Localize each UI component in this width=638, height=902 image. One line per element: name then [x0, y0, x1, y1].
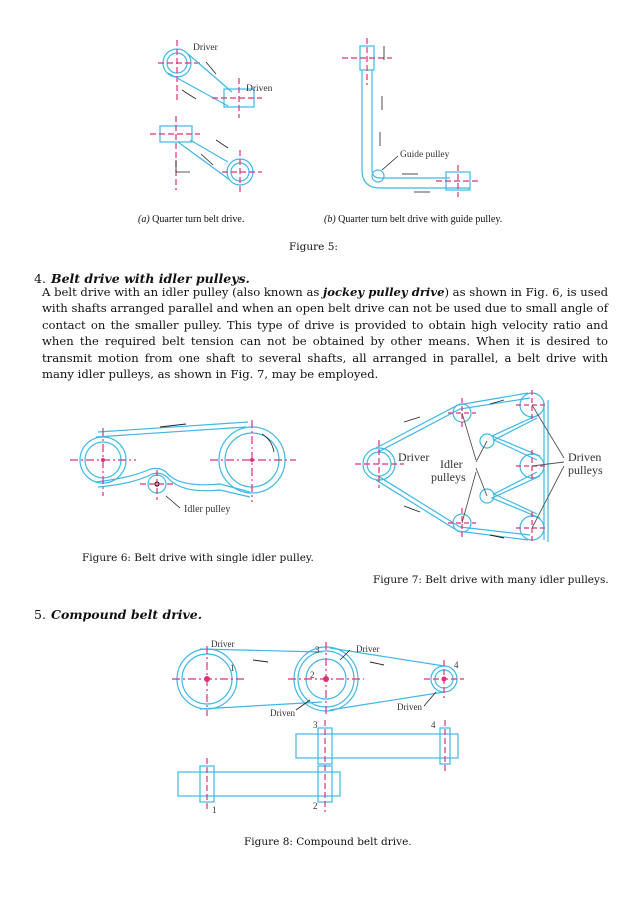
fig7-driver-label: Driver [398, 450, 429, 464]
fig5-driver-label: Driver [193, 43, 219, 53]
fig8-driven-right-label: Driven [397, 702, 422, 712]
fig7-driven-label-1: Driven [568, 450, 601, 464]
fig5-sub-a-text: Quarter turn belt drive. [149, 214, 245, 225]
fig6-idler-label: Idler pulley [184, 504, 230, 515]
fig5-sub-b-text: Quarter turn belt drive with guide pulle… [335, 214, 503, 225]
fig8-num-1: 1 [230, 663, 235, 673]
fig8-num-4: 4 [454, 660, 459, 670]
fig5-caption: Figure 5: [289, 241, 338, 253]
fig8-num-1b: 1 [212, 805, 217, 815]
fig8-caption: Figure 8: Compound belt drive. [244, 836, 412, 848]
fig5-driven-label: Driven [246, 84, 273, 94]
section-4-number: 4. [34, 271, 46, 286]
fig5-sub-a-letter: (a) [138, 214, 150, 225]
section-4-heading: 4. Belt drive with idler pulleys. [34, 268, 250, 287]
fig8-num-2: 2 [310, 670, 315, 680]
para4-part2: ) as shown in Fig. 6, is used with shaft… [42, 285, 608, 382]
fig8-driver-mid-label: Driver [356, 644, 380, 654]
fig6-caption: Figure 6: Belt drive with single idler p… [82, 552, 314, 564]
fig7-driven-label-2: pulleys [568, 463, 603, 477]
fig7-caption: Figure 7: Belt drive with many idler pul… [373, 574, 609, 586]
fig5-subcaption-a: (a) Quarter turn belt drive. [138, 214, 244, 225]
fig7-idler-label-1: Idler [440, 457, 463, 471]
fig5-guide-label: Guide pulley [400, 150, 450, 160]
fig8-num-3: 3 [315, 645, 320, 655]
section-5-title: Compound belt drive. [51, 607, 203, 622]
fig8-driver-left-label: Driver [211, 639, 235, 649]
section-5-heading: 5. Compound belt drive. [34, 604, 202, 623]
section-5-number: 5. [34, 607, 46, 622]
para4-part1: A belt drive with an idler pulley (also … [42, 285, 324, 299]
section-4-title: Belt drive with idler pulleys. [51, 271, 250, 286]
fig8-num-3b: 3 [313, 720, 318, 730]
fig5-sub-b-letter: (b) [324, 214, 336, 225]
fig8-num-4b: 4 [431, 720, 436, 730]
fig7-idler-label-2: pulleys [431, 470, 466, 484]
fig8-num-2b: 2 [313, 801, 318, 811]
fig5-subcaption-b: (b) Quarter turn belt drive with guide p… [324, 214, 502, 225]
para4-emphasis: jockey pulley drive [323, 285, 445, 299]
fig8-driven-mid-label: Driven [270, 708, 295, 718]
section-4-paragraph: A belt drive with an idler pulley (also … [42, 284, 608, 382]
